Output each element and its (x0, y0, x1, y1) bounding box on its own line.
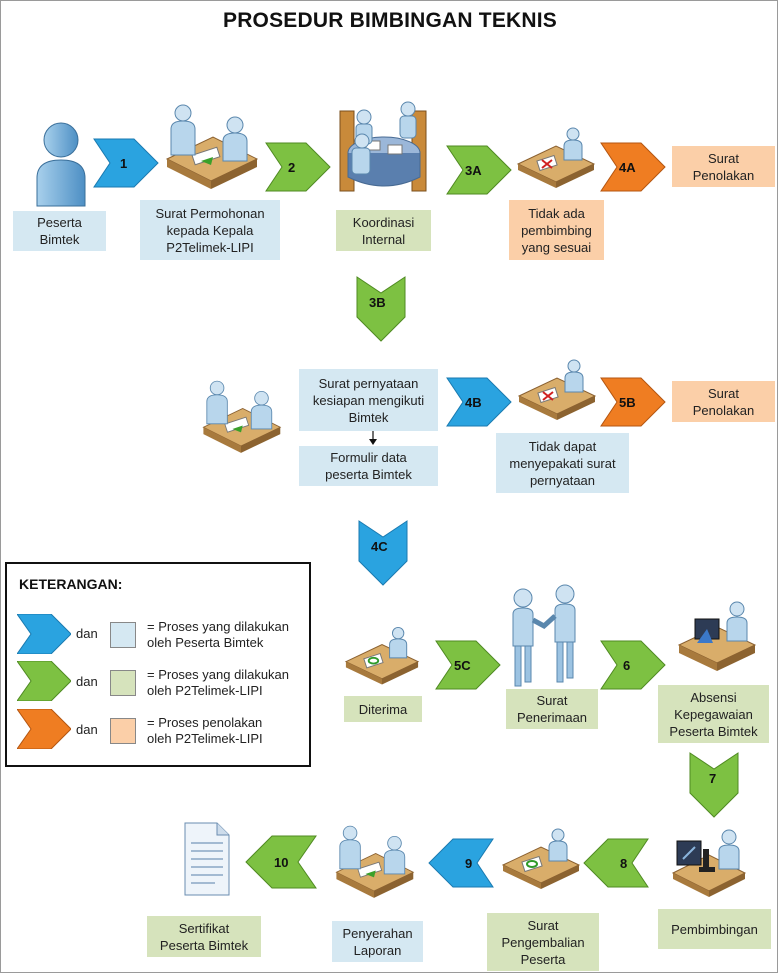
node-surat-penolakan-a: Surat Penolakan (672, 146, 775, 187)
microscope-desk-icon (671, 823, 747, 899)
arrow-step-5C: 5C (435, 640, 501, 690)
node-tidak-ada-pembimbing: Tidak ada pembimbing yang sesuai (509, 200, 604, 260)
arrow-label-2: 2 (288, 160, 295, 175)
arrow-step-7: 7 (689, 752, 739, 818)
legend-blue-arrow-icon (16, 613, 72, 659)
arrow-label-4B: 4B (465, 395, 482, 410)
legend-green-arrow-icon (16, 660, 72, 706)
arrow-label-9: 9 (465, 856, 472, 871)
arrow-step-1: 1 (93, 138, 159, 188)
node-peserta-bimtek: Peserta Bimtek (13, 211, 106, 251)
node-diterima: Diterima (344, 696, 422, 722)
arrow-step-3A: 3A (446, 145, 512, 195)
person-icon (31, 116, 91, 208)
desk-rejected-icon-2 (517, 358, 597, 420)
legend-swatch-orange (110, 718, 136, 744)
meeting-desk-icon-3 (331, 821, 417, 903)
node-surat-pernyataan: Surat pernyataan kesiapan mengikuti Bimt… (299, 369, 438, 431)
legend-text-1: = Proses yang dilakukan oleh Peserta Bim… (147, 619, 290, 650)
meeting-desk-icon-2 (198, 376, 284, 458)
arrow-label-5B: 5B (619, 395, 636, 410)
desk-rejected-icon (516, 126, 596, 188)
legend-text-3: = Proses penolakan oleh P2Telimek-LIPI (147, 715, 263, 746)
legend-swatch-blue (110, 622, 136, 648)
arrow-step-2: 2 (265, 142, 331, 192)
arrow-label-4A: 4A (619, 160, 636, 175)
node-tidak-dapat-menyepakati: Tidak dapat menyepakati surat pernyataan (496, 433, 629, 493)
arrow-step-9: 9 (428, 838, 494, 888)
node-surat-pengembalian: Surat Pengembalian Peserta (487, 913, 599, 971)
diagram-title: PROSEDUR BIMBINGAN TEKNIS (222, 9, 558, 32)
computer-desk-icon (677, 599, 757, 673)
legend-dan-1: dan (76, 626, 98, 641)
node-koordinasi-internal: Koordinasi Internal (336, 210, 431, 251)
legend-box: KETERANGAN: dan = Proses yang dilakukan … (5, 562, 311, 767)
node-penyerahan-laporan: Penyerahan Laporan (332, 921, 423, 962)
arrow-label-6: 6 (623, 658, 630, 673)
node-surat-permohonan: Surat Permohonan kepada Kepala P2Telimek… (140, 200, 280, 260)
arrow-step-3B: 3B (356, 276, 406, 342)
arrow-step-6: 6 (600, 640, 666, 690)
arrow-label-1: 1 (120, 156, 127, 171)
arrow-step-10: 10 (245, 835, 317, 889)
arrow-label-3A: 3A (465, 163, 482, 178)
node-sertifikat: Sertifikat Peserta Bimtek (147, 916, 261, 957)
legend-title: KETERANGAN: (19, 576, 123, 592)
conference-table-icon (336, 97, 432, 201)
arrow-label-4C: 4C (371, 539, 388, 554)
legend-dan-3: dan (76, 722, 98, 737)
node-surat-penerimaan: Surat Penerimaan (506, 689, 598, 729)
handshake-icon (503, 584, 585, 690)
arrow-label-5C: 5C (454, 658, 471, 673)
node-formulir-data: Formulir data peserta Bimtek (299, 446, 438, 486)
legend-dan-2: dan (76, 674, 98, 689)
desk-accepted-icon (344, 624, 420, 686)
legend-orange-arrow-icon (16, 708, 72, 754)
arrow-step-4C: 4C (358, 520, 408, 586)
arrow-step-8: 8 (583, 838, 649, 888)
node-surat-penolakan-b: Surat Penolakan (672, 381, 775, 422)
arrow-step-4A: 4A (600, 142, 666, 192)
desk-return-icon (501, 827, 581, 889)
arrow-step-5B: 5B (600, 377, 666, 427)
arrow-label-8: 8 (620, 856, 627, 871)
node-pembimbingan: Pembimbingan (658, 909, 771, 949)
arrow-label-7: 7 (709, 771, 716, 786)
legend-swatch-green (110, 670, 136, 696)
arrow-step-4B: 4B (446, 377, 512, 427)
meeting-desk-icon (161, 99, 261, 195)
arrow-label-3B: 3B (369, 295, 386, 310)
document-icon (181, 821, 231, 897)
node-absensi-kepegawaian: Absensi Kepegawaian Peserta Bimtek (658, 685, 769, 743)
legend-text-2: = Proses yang dilakukan oleh P2Telimek-L… (147, 667, 290, 698)
arrow-label-10: 10 (274, 855, 288, 870)
